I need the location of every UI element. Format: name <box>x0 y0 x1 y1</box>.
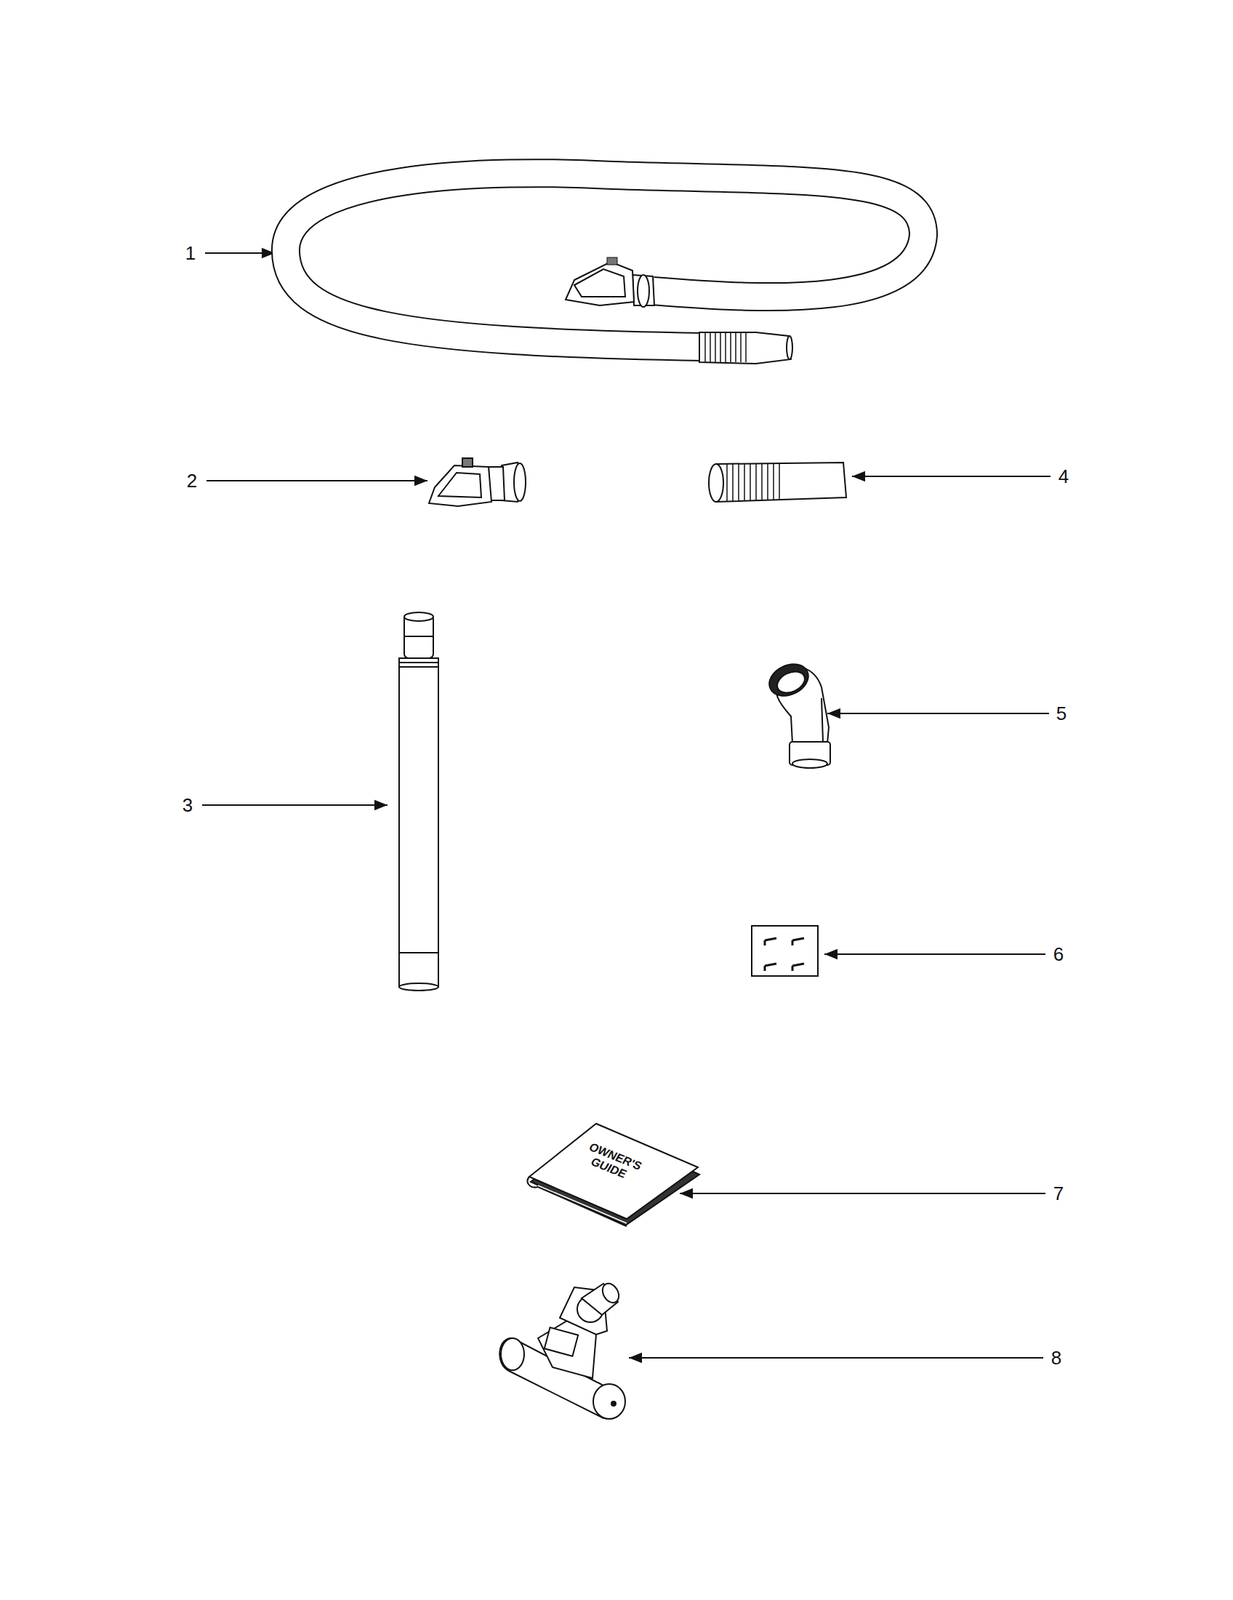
leader-line <box>202 804 388 806</box>
hose-drawing <box>285 173 924 364</box>
elbow-drawing <box>764 657 831 768</box>
owners-guide-book <box>527 1123 700 1226</box>
leader-line <box>206 479 428 482</box>
callout-number: 2 <box>186 469 198 493</box>
callout-number: 6 <box>1053 942 1064 966</box>
leader-line <box>205 252 275 254</box>
leader-line <box>679 1192 1046 1194</box>
callout-number: 7 <box>1053 1182 1064 1205</box>
cuff-drawing <box>708 462 847 502</box>
callout-number: 4 <box>1058 465 1069 488</box>
callout-number: 1 <box>185 242 196 265</box>
wand-drawing <box>399 612 439 991</box>
leader-line <box>824 953 1046 955</box>
swivel-drawing <box>428 458 526 506</box>
leader-line <box>827 712 1050 714</box>
turbo-brush-drawing <box>499 1280 626 1419</box>
callout-number: 8 <box>1051 1346 1062 1369</box>
leader-line <box>852 475 1051 477</box>
callout-number: 5 <box>1056 702 1067 725</box>
leader-line <box>628 1356 1044 1359</box>
screw-card <box>751 925 818 976</box>
callout-number: 3 <box>182 793 193 817</box>
